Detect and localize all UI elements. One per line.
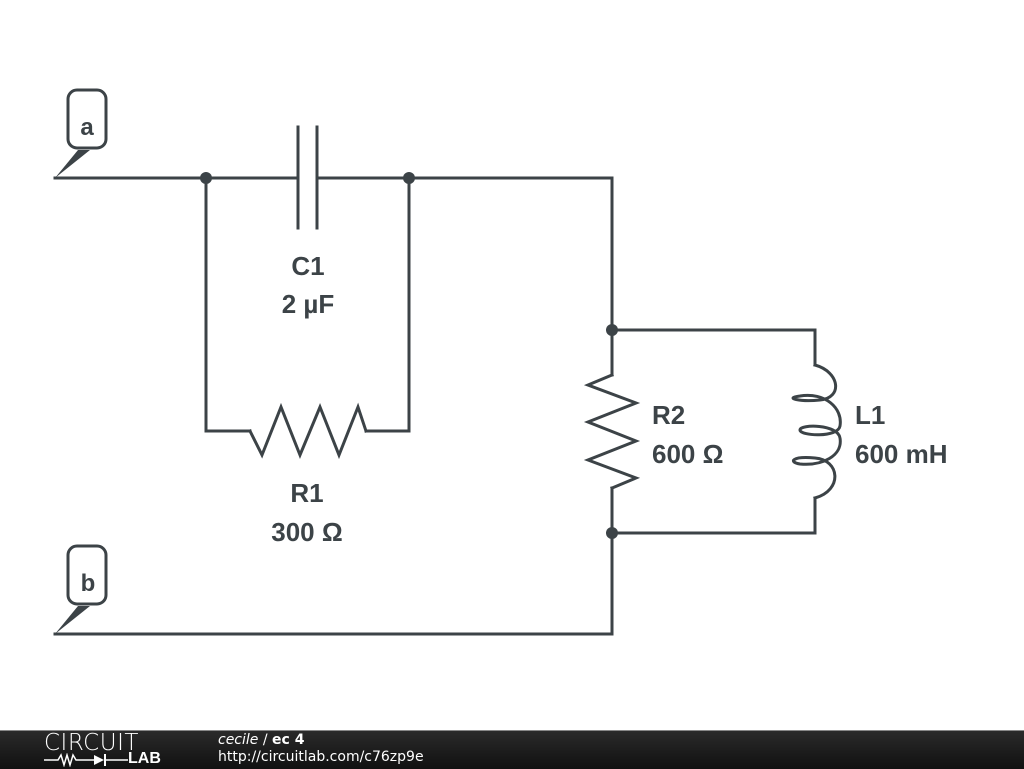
logo-text-lab: LAB [128, 750, 161, 767]
terminal-b-label: b [81, 570, 96, 597]
terminal-b-box [66, 544, 108, 606]
r2-value-label: 600 Ω [652, 439, 723, 469]
wire-left-branch [204, 176, 252, 433]
schematic-canvas: a b C1 2 µF R1 300 Ω R2 600 Ω [53, 88, 948, 636]
terminal-a[interactable]: a [55, 88, 108, 178]
terminal-b[interactable]: b [55, 544, 108, 634]
author-link[interactable]: cecile [218, 732, 259, 748]
r1-ref-label: R1 [290, 478, 323, 508]
circuit-name[interactable]: ec 4 [272, 732, 305, 748]
terminal-a-pointer [55, 150, 90, 178]
terminal-a-label: a [80, 114, 94, 141]
c1-value-label: 2 µF [282, 289, 335, 319]
footer-bar: CIRCUIT LAB cecile / ec 4 http://circuit… [0, 730, 1024, 769]
credit-separator: / [258, 732, 273, 748]
l1-ref-label: L1 [855, 400, 885, 430]
junction-node [606, 527, 618, 539]
c1-ref-label: C1 [291, 251, 324, 281]
junction-node [403, 172, 415, 184]
l1-value-label: 600 mH [855, 439, 948, 469]
resistor-r2[interactable]: R2 600 Ω [583, 373, 723, 490]
circuit-credit: cecile / ec 4 http://circuitlab.com/c76z… [218, 732, 424, 766]
wires [53, 176, 817, 636]
circuit-url-link[interactable]: http://circuitlab.com/c76zp9e [218, 749, 424, 765]
inductor-l1[interactable]: L1 600 mH [791, 363, 948, 500]
wire-node-bottom [610, 496, 817, 535]
junction-node [606, 324, 618, 336]
junction-node [200, 172, 212, 184]
wire-b-return [53, 531, 614, 636]
logo-resistor-diode-icon [44, 753, 128, 767]
inductor-coil [791, 363, 842, 500]
wire-right-branch [364, 176, 411, 433]
wire-node-top [610, 328, 817, 367]
wire-c1-to-right [317, 176, 614, 332]
capacitor-c1[interactable]: C1 2 µF [282, 125, 335, 319]
resistor-r1[interactable]: R1 300 Ω [247, 402, 368, 547]
r2-ref-label: R2 [652, 400, 685, 430]
resistor-zigzag [583, 373, 641, 490]
terminal-a-box [66, 88, 108, 150]
logo-text-circuit: CIRCUIT [44, 730, 139, 756]
terminal-b-pointer [55, 606, 90, 634]
resistor-zigzag [247, 402, 368, 460]
r1-value-label: 300 Ω [271, 517, 342, 547]
circuitlab-logo[interactable]: CIRCUIT LAB [44, 730, 174, 769]
